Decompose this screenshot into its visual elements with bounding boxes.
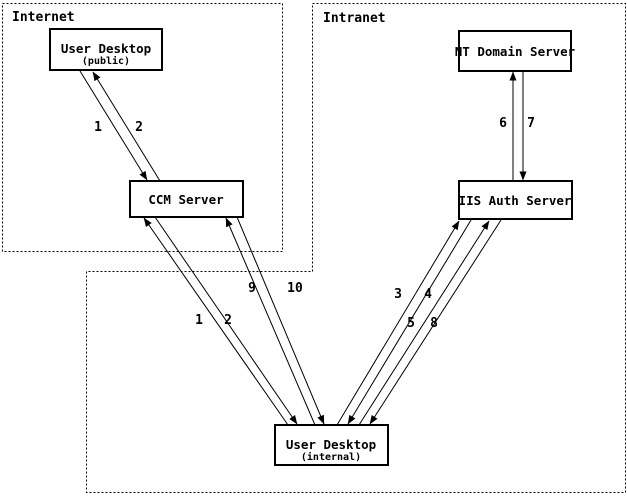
node-iis-auth-server-title: IIS Auth Server bbox=[459, 193, 572, 208]
edge-label-public-desktop-to-ccm: 1 bbox=[94, 120, 102, 135]
node-nt-domain-server: NT Domain Server bbox=[455, 30, 576, 72]
node-iis-auth-server: IIS Auth Server bbox=[458, 180, 573, 220]
intranet-zone-border bbox=[86, 3, 626, 493]
internet-zone-border bbox=[2, 3, 283, 252]
edge-internal-desktop-to-ccm-second bbox=[225, 217, 316, 426]
intranet-zone-label: Intranet bbox=[323, 11, 386, 26]
node-user-desktop-internal: User Desktop (internal) bbox=[274, 424, 389, 466]
edge-label-internal-desktop-to-iis-second: 5 bbox=[407, 316, 415, 331]
edge-label-ccm-to-internal-desktop: 2 bbox=[224, 313, 232, 328]
edge-label-ccm-to-public-desktop: 2 bbox=[135, 120, 143, 135]
edge-label-internal-desktop-to-ccm-second: 9 bbox=[248, 281, 256, 296]
node-user-desktop-internal-title: User Desktop bbox=[286, 437, 376, 452]
edge-iis-to-internal-desktop-first bbox=[347, 219, 472, 425]
edge-ccm-to-public-desktop bbox=[92, 71, 161, 182]
edge-ccm-to-internal-desktop bbox=[154, 216, 298, 425]
edge-label-iis-to-internal-desktop-second: 8 bbox=[430, 316, 438, 331]
edge-internal-desktop-to-iis-first bbox=[336, 220, 460, 426]
node-ccm-server-box bbox=[129, 180, 244, 218]
edge-label-iis-to-nt-domain: 6 bbox=[499, 116, 507, 131]
edge-label-iis-to-internal-desktop-first: 4 bbox=[424, 287, 432, 302]
internet-zone-label: Internet bbox=[12, 10, 75, 25]
edge-label-internal-desktop-to-ccm: 1 bbox=[195, 313, 203, 328]
edge-label-internal-desktop-to-iis-first: 3 bbox=[394, 287, 402, 302]
node-nt-domain-server-box bbox=[458, 30, 572, 72]
node-ccm-server-title: CCM Server bbox=[148, 192, 224, 207]
edge-public-desktop-to-ccm bbox=[79, 70, 148, 181]
edge-label-nt-domain-to-iis: 7 bbox=[527, 116, 535, 131]
edge-iis-to-internal-desktop-second bbox=[369, 219, 502, 425]
node-user-desktop-public-title: User Desktop bbox=[61, 41, 151, 56]
node-ccm-server: CCM Server bbox=[129, 180, 244, 218]
edge-label-ccm-to-internal-desktop-second: 10 bbox=[287, 281, 303, 296]
node-user-desktop-public-box bbox=[49, 28, 163, 71]
node-nt-domain-server-title: NT Domain Server bbox=[455, 44, 576, 59]
edge-internal-desktop-to-iis-second bbox=[358, 220, 490, 426]
node-user-desktop-public: User Desktop (public) bbox=[49, 28, 163, 71]
node-user-desktop-internal-subtitle: (internal) bbox=[301, 451, 361, 463]
node-user-desktop-internal-box bbox=[274, 424, 389, 466]
node-iis-auth-server-box bbox=[458, 180, 573, 220]
edge-internal-desktop-to-ccm bbox=[143, 217, 289, 426]
node-user-desktop-public-subtitle: (public) bbox=[82, 55, 130, 67]
edge-ccm-to-internal-desktop-second bbox=[236, 216, 325, 425]
